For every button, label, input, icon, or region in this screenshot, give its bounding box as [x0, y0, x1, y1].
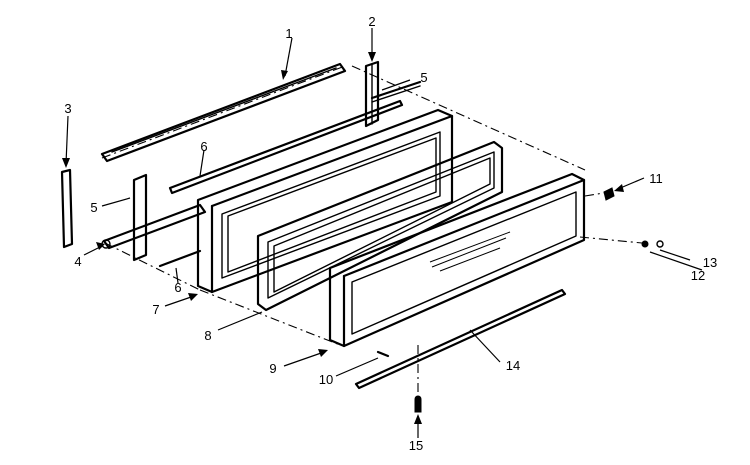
- callout-13: 13: [703, 255, 717, 270]
- callout-12: 12: [691, 268, 705, 283]
- gasket-frame: [256, 140, 504, 312]
- callout-15: 15: [409, 438, 423, 453]
- bottom-pin: [376, 350, 390, 358]
- callout-8: 8: [204, 328, 211, 343]
- callout-4: 4: [74, 254, 81, 269]
- assembly-centerlines: [101, 65, 643, 400]
- callout-2: 2: [368, 14, 375, 29]
- right-side-strip: [370, 80, 422, 103]
- callout-5-right: 5: [420, 70, 427, 85]
- top-trim-rod: [100, 62, 347, 163]
- clip-part: [603, 187, 615, 201]
- callout-6-upper: 6: [200, 139, 207, 154]
- callout-6-lower: 6: [174, 280, 181, 295]
- lower-rod: [101, 203, 207, 250]
- left-end-cap: [60, 168, 74, 249]
- callout-7: 7: [152, 302, 159, 317]
- callout-1: 1: [285, 26, 292, 41]
- callout-10: 10: [319, 372, 333, 387]
- bottom-screw: [414, 395, 422, 413]
- upper-long-strip: [168, 99, 404, 195]
- lower-strip: [158, 249, 202, 268]
- glass-panel: [328, 172, 586, 348]
- callout-14: 14: [506, 358, 520, 373]
- outer-door-frame: [196, 108, 454, 294]
- bottom-trim-rod: [354, 288, 567, 390]
- left-side-bracket: [132, 173, 148, 262]
- callout-3: 3: [64, 101, 71, 116]
- callout-5-left: 5: [90, 200, 97, 215]
- callout-9: 9: [269, 361, 276, 376]
- screw-and-washer: [641, 240, 664, 248]
- leader-lines: [62, 28, 703, 438]
- right-upper-bracket: [364, 60, 380, 128]
- callout-labels: 1 2 3 4 5 5 6 6 7 8 9 10 11 12 13 14 15: [64, 14, 717, 453]
- callout-11: 11: [649, 171, 663, 186]
